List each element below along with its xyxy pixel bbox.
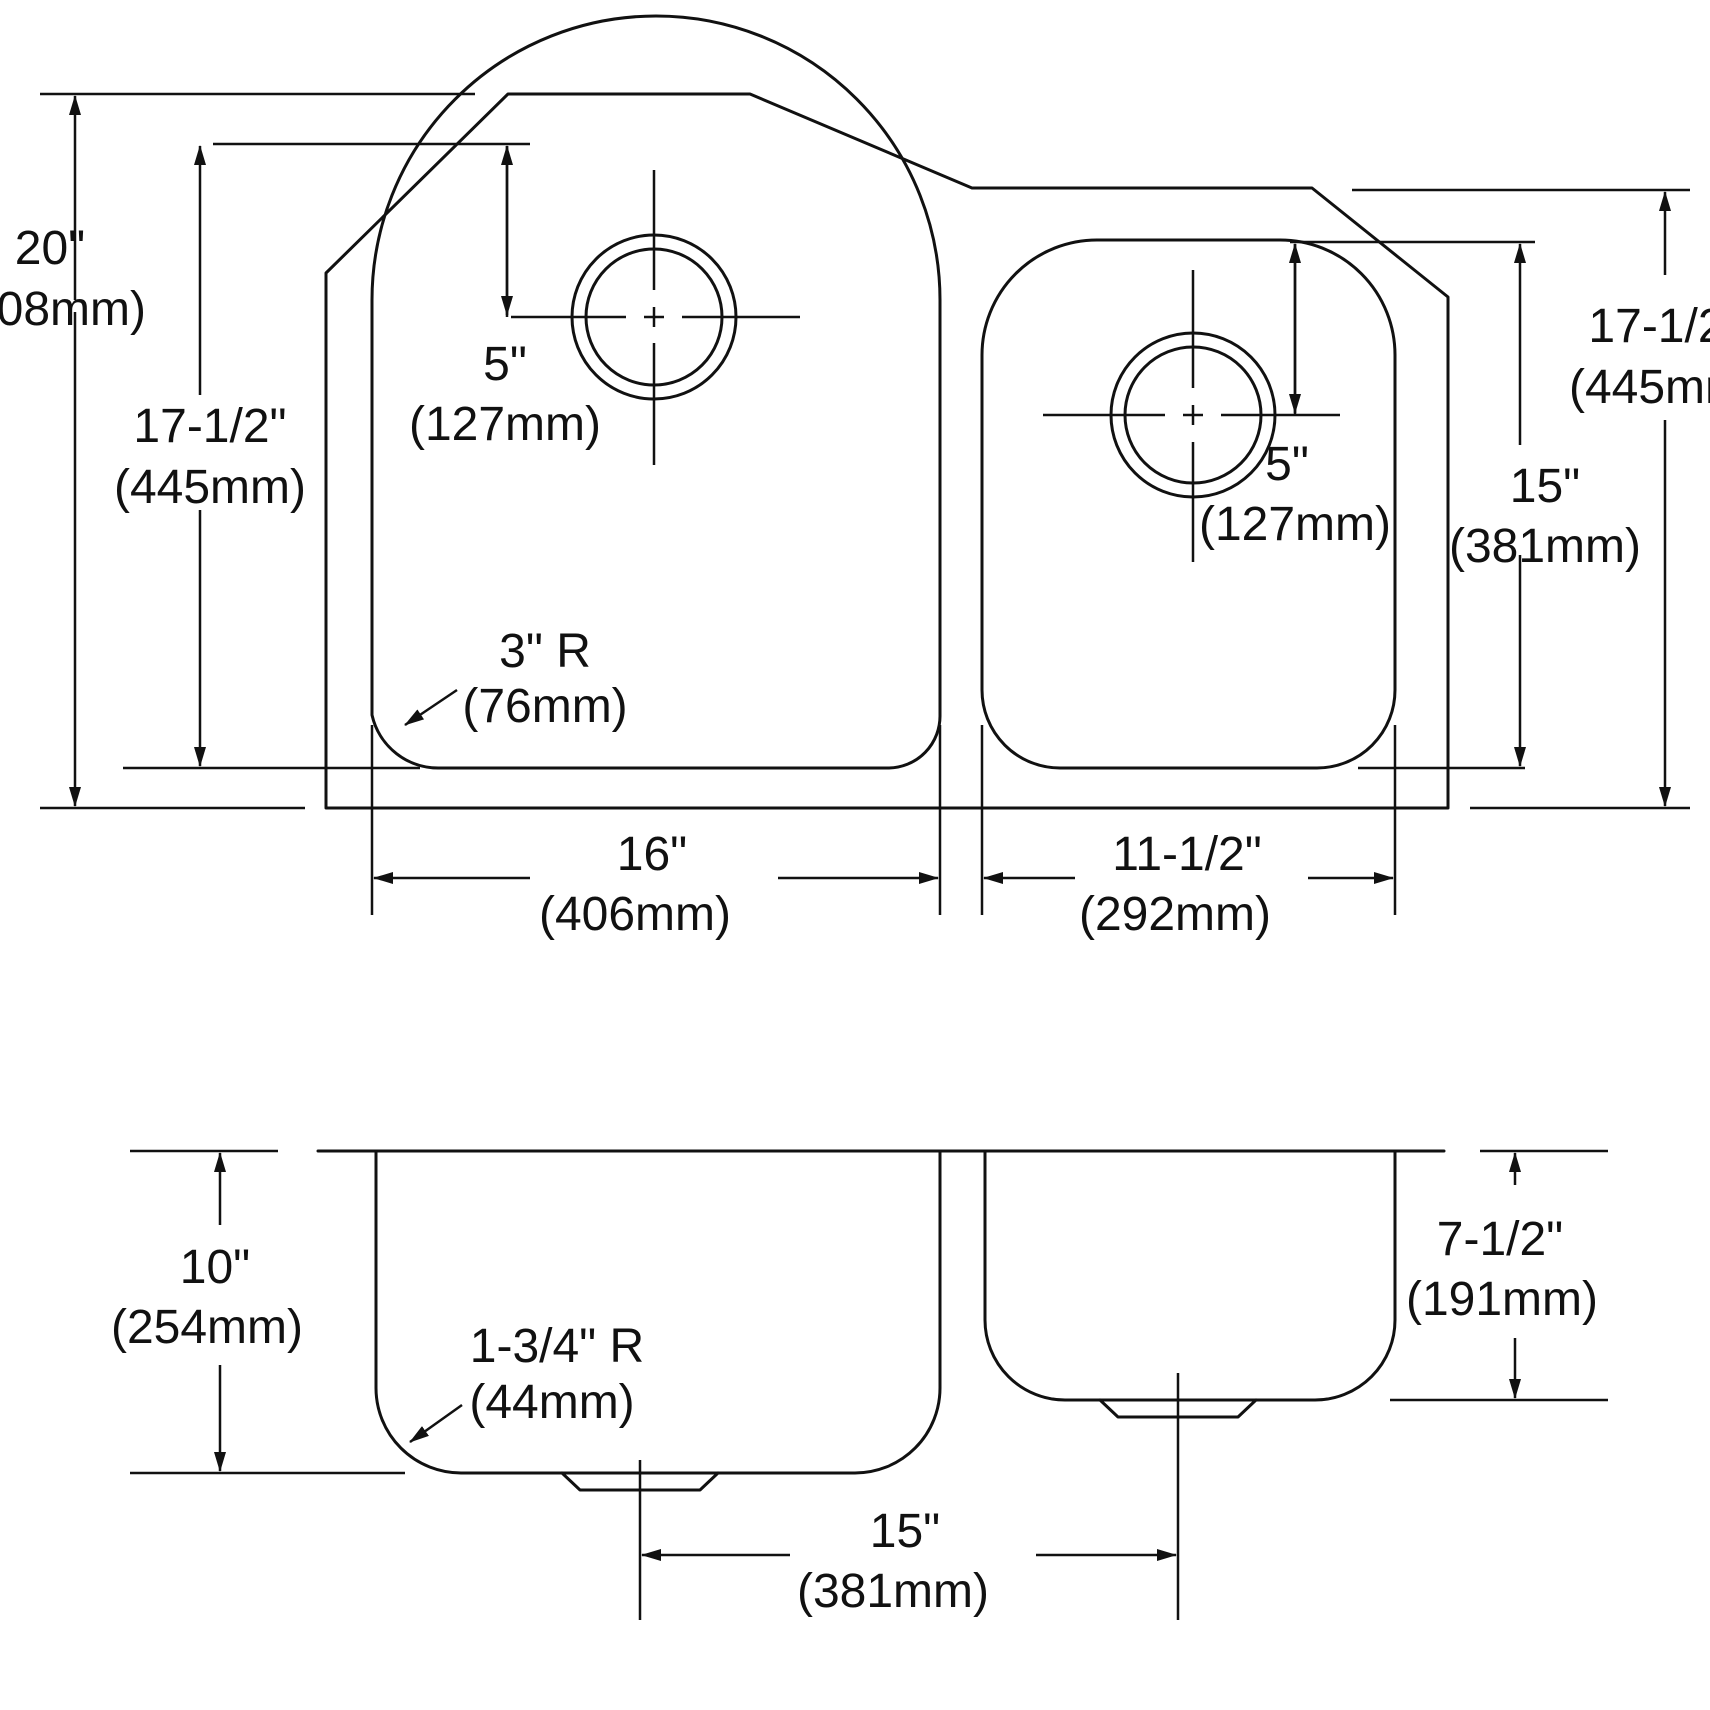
- drain-spacing-in: 15": [870, 1505, 940, 1558]
- right-bowl-profile: [983, 1149, 1397, 1402]
- left-bowl-height-in: 10": [180, 1241, 250, 1294]
- overall-depth-in: 20": [15, 222, 85, 275]
- right-bowl-height-mm: (191mm): [1406, 1273, 1598, 1326]
- right-bowl-depth-mm: (381mm): [1449, 520, 1641, 573]
- left-drain-offset-mm: (127mm): [409, 398, 601, 451]
- corner-radius-mm: (76mm): [462, 680, 627, 733]
- right-drain-offset-mm: (127mm): [1199, 498, 1391, 551]
- left-bowl-width-in: 16": [617, 828, 687, 881]
- left-bowl: [370, 14, 942, 770]
- left-bowl-depth-in: 17-1/2": [133, 400, 286, 453]
- left-bowl-width-mm: (406mm): [539, 888, 731, 941]
- left-bowl-height-mm: (254mm): [111, 1301, 303, 1354]
- bottom-radius-in: 1-3/4" R: [470, 1320, 644, 1373]
- right-overall-depth-mm: (445mm): [1569, 361, 1710, 414]
- corner-radius-in: 3" R: [499, 625, 591, 678]
- right-drain-icon: [1043, 270, 1340, 562]
- drain-spacing-mm: (381mm): [797, 1565, 989, 1618]
- right-drain-offset-in: 5": [1265, 438, 1309, 491]
- left-drain-offset-in: 5": [483, 338, 527, 391]
- right-bowl-width-mm: (292mm): [1079, 888, 1271, 941]
- bottom-radius-mm: (44mm): [469, 1376, 634, 1429]
- right-overall-depth-in: 17-1/2": [1588, 300, 1710, 353]
- top-view: [40, 14, 1690, 915]
- side-view: [130, 1149, 1608, 1620]
- right-bowl-width-in: 11-1/2": [1112, 828, 1262, 881]
- right-bowl-depth-in: 15": [1510, 460, 1580, 513]
- left-drain-icon: [511, 170, 800, 465]
- right-bowl: [980, 238, 1397, 770]
- overall-depth-mm: (508mm): [0, 283, 146, 336]
- left-bowl-depth-mm: (445mm): [114, 461, 306, 514]
- left-bowl-profile: [374, 1149, 942, 1475]
- right-bowl-height-in: 7-1/2": [1437, 1213, 1563, 1266]
